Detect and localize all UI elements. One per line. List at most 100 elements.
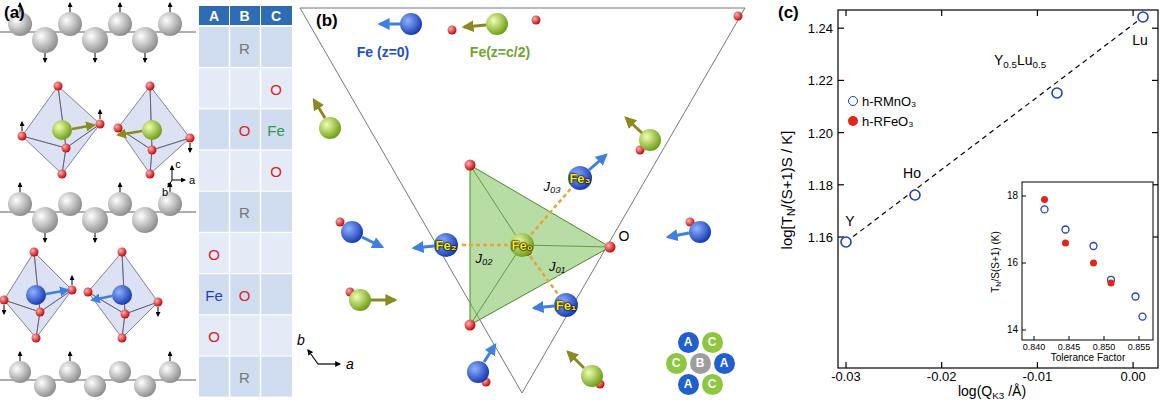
site-letter: A [720, 357, 729, 369]
atom-legend: Fe(z=c/2) [470, 45, 530, 59]
layer-table-grid-part [199, 357, 292, 397]
inset-frame-part [1069, 336, 1070, 340]
iron-atoms-part [26, 285, 46, 305]
oxygen-atoms-part [72, 276, 73, 285]
unit-cell-part [522, 245, 610, 247]
axis-title: log(QK3/Å) [958, 384, 1026, 398]
iron-atoms-part [46, 290, 68, 294]
plot-frame-part [845, 10, 846, 16]
table-cell: O [208, 246, 220, 261]
oxygen-atoms-part [118, 248, 127, 257]
rare-earth-layer-part [108, 12, 132, 36]
table-cell: Fe [267, 123, 285, 138]
plot-frame-part [838, 132, 844, 133]
iron-atoms-part [568, 352, 584, 368]
iron-atoms-part [400, 13, 422, 35]
layer-table-grid-part [199, 68, 292, 108]
rare-earth-layer-part [20, 183, 21, 192]
plot-frame-part [941, 362, 942, 368]
rare-earth-layer-part [134, 375, 156, 397]
iron-atoms-part [92, 296, 112, 300]
iron-atoms [314, 13, 711, 387]
oxygen-atoms-part [96, 120, 105, 129]
exchange-path [460, 189, 571, 294]
iron-atoms [26, 120, 162, 305]
rare-earth-layer-part [58, 192, 82, 216]
iron-atoms-part [341, 221, 363, 243]
iron-atoms-part [464, 25, 486, 27]
oxygen-atoms-part [84, 288, 93, 297]
plot-frame-part [838, 28, 844, 29]
point-label: Y0.5Lu0.5 [994, 53, 1046, 67]
site-circle: A [714, 353, 735, 374]
rare-earth-layer-part [82, 207, 108, 233]
rare-earth-layer-part [95, 233, 96, 242]
tick-label: 16 [1007, 258, 1018, 268]
site-letter: A [684, 378, 693, 390]
oxygen-atoms-part [54, 82, 63, 91]
oxygen-atoms-part [448, 26, 457, 35]
oxygen-atoms-part [146, 82, 155, 91]
plot-frame-part [1152, 132, 1158, 133]
inset-frame-part [1022, 263, 1026, 264]
inset-frame-part [1104, 336, 1105, 340]
inset-points-part-part [1041, 196, 1048, 203]
rare-earth-layer-part [145, 53, 146, 62]
rare-earth-layer-part [32, 207, 58, 233]
inset-points-part-part [1062, 239, 1069, 246]
oxygen-atoms [336, 12, 743, 389]
data-points-part [910, 190, 920, 200]
plot-frame-part [1132, 10, 1133, 16]
unit-cell-part [470, 245, 522, 325]
inset-points-part-part [1090, 260, 1097, 267]
rare-earth-layer-part [9, 361, 31, 383]
axis-glyph-part [308, 350, 318, 364]
site-circle: A [678, 332, 699, 353]
tick-label: -0.03 [831, 370, 861, 383]
axis-title: TN/S(S+1) (K) [991, 231, 1001, 292]
exchange-label: J₀₁ [549, 260, 565, 273]
rare-earth-layer-part [158, 192, 182, 216]
rare-earth-layer-part [58, 12, 82, 36]
layer-table-grid-part [260, 27, 262, 397]
point-label: Lu [1132, 33, 1148, 47]
rare-earth-layer-part [120, 183, 121, 192]
iron-atoms-part [349, 289, 371, 311]
oxygen-atoms-part [154, 298, 163, 307]
oxygen-atoms-part [734, 12, 743, 21]
oxygen-atoms-part [58, 170, 67, 179]
rare-earth-layer-part [108, 192, 132, 216]
iron-atoms-part [434, 233, 458, 257]
iron-atoms-part [118, 131, 142, 135]
rare-earth-layer-part [95, 53, 96, 62]
iron-atoms-part [414, 246, 434, 248]
iron-atoms-part [668, 233, 689, 237]
tick-label: 1.24 [808, 22, 833, 35]
oxygen-atoms-part [186, 134, 195, 143]
iron-atoms-part [484, 345, 495, 362]
plot-frame-part [838, 10, 1158, 368]
oxygen-atoms-part [605, 242, 616, 253]
site-circle: B [690, 353, 711, 374]
oxygen-atoms-part [100, 110, 101, 119]
axis-title-part: log[T [778, 216, 795, 249]
site-letter: C [672, 357, 681, 369]
axis-glyph [308, 350, 340, 364]
oxygen-atoms-part [36, 308, 45, 317]
unit-cell-part [470, 165, 522, 245]
oxygen-atoms-part [465, 160, 476, 171]
iron-atoms-part [362, 237, 382, 247]
rare-earth-layer-part [158, 12, 182, 36]
iron-atoms-part [319, 117, 341, 139]
layer-table-grid [199, 6, 292, 397]
oxygen-atoms-part [146, 170, 155, 179]
axis-label: c [175, 159, 181, 170]
table-cell: O [239, 287, 251, 302]
tick-label: 14 [1007, 325, 1018, 335]
point-label-part: 0.5 [1003, 59, 1017, 70]
rare-earth-layer-part [132, 207, 158, 233]
table-cell: R [239, 205, 250, 220]
tick-label: 0.00 [1120, 370, 1145, 383]
rare-earth-layer-part [45, 233, 46, 242]
